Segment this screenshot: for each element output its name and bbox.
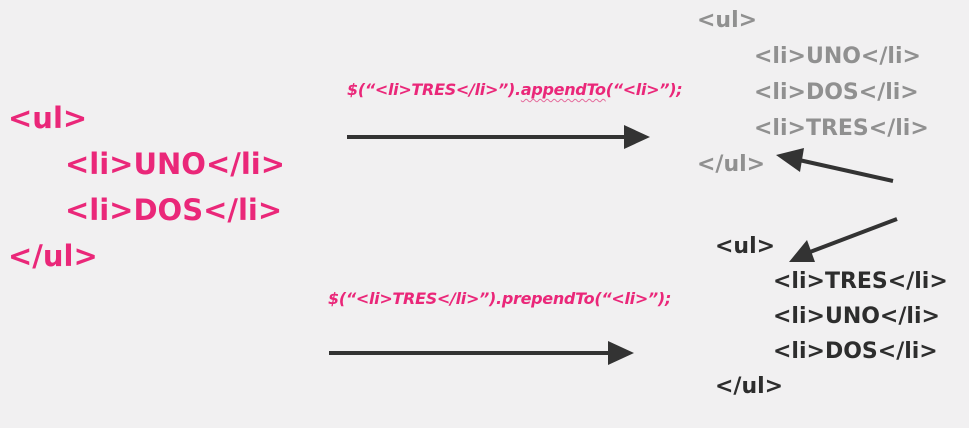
prepend-result-ul-close: </ul> [715, 374, 784, 399]
append-result-ul-open: <ul> [697, 8, 758, 33]
append-command-method: appendTo [520, 80, 606, 99]
append-result-ul-close: </ul> [697, 152, 766, 177]
prepend-result-item-tres: <li>TRES</li> [773, 269, 948, 294]
original-item-uno: <li>UNO</li> [65, 147, 286, 181]
prepend-result-item-dos: <li>DOS</li> [773, 339, 938, 364]
append-result-item-uno: <li>UNO</li> [754, 44, 921, 69]
append-result-item-tres: <li>TRES</li> [754, 116, 929, 141]
append-command-prefix: $(“<li>TRES</li>”). [347, 80, 521, 99]
prepend-arrow [329, 341, 634, 365]
original-item-dos: <li>DOS</li> [65, 193, 283, 227]
prepend-result-list: <ul> <li>TRES</li> <li>UNO</li> <li>DOS<… [715, 229, 948, 404]
original-list: <ul> <li>UNO</li> <li>DOS</li> </ul> [8, 95, 285, 279]
append-arrow [347, 125, 650, 149]
append-end-pointer-arrow [776, 148, 894, 183]
original-ul-close: </ul> [8, 239, 98, 273]
prepend-start-pointer-arrow [789, 217, 898, 262]
prepend-command: $(“<li>TRES</li>”).prependTo(“<li>”); [328, 289, 672, 308]
original-ul-open: <ul> [8, 101, 88, 135]
append-result-list: <ul> <li>UNO</li> <li>DOS</li> <li>TRES<… [697, 3, 929, 183]
append-result-item-dos: <li>DOS</li> [754, 80, 919, 105]
prepend-result-ul-open: <ul> [715, 234, 776, 259]
append-command-suffix: (“<li>”); [605, 80, 683, 99]
append-command: $(“<li>TRES</li>”).appendTo(“<li>”); [347, 80, 683, 99]
prepend-result-item-uno: <li>UNO</li> [773, 304, 940, 329]
